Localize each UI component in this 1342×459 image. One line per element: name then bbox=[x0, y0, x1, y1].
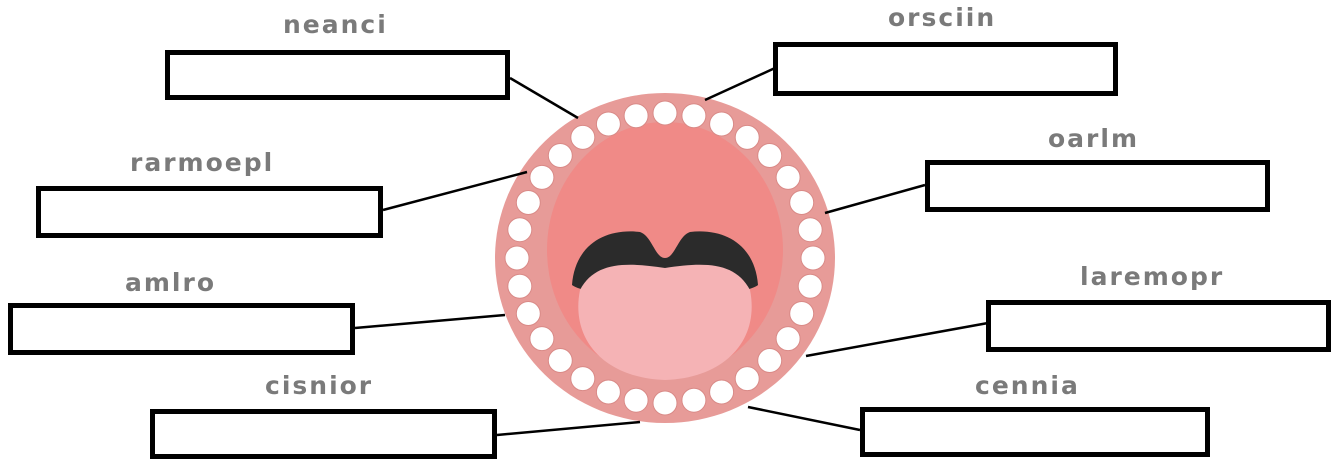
tooth bbox=[508, 218, 532, 242]
tooth bbox=[758, 349, 782, 373]
tooth bbox=[530, 327, 554, 351]
scrambled-word-upper-right: oarlm bbox=[1048, 124, 1139, 153]
tooth bbox=[653, 101, 677, 125]
scrambled-word-upper-left: rarmoepl bbox=[130, 148, 274, 177]
scrambled-word-bottom-right: cennia bbox=[975, 371, 1080, 400]
tooth bbox=[548, 144, 572, 168]
tooth bbox=[710, 112, 734, 136]
tooth bbox=[653, 391, 677, 415]
scrambled-word-bottom-left: cisnior bbox=[265, 371, 373, 400]
tooth bbox=[596, 380, 620, 404]
tooth bbox=[735, 125, 759, 149]
answer-box-bottom-right[interactable] bbox=[860, 407, 1210, 457]
tooth bbox=[758, 144, 782, 168]
tooth bbox=[682, 388, 706, 412]
tooth bbox=[596, 112, 620, 136]
leader-line-lower-left bbox=[355, 315, 505, 328]
answer-box-lower-right[interactable] bbox=[986, 300, 1331, 352]
answer-box-top-right[interactable] bbox=[773, 42, 1118, 96]
scrambled-word-lower-right: laremopr bbox=[1080, 262, 1224, 291]
tooth bbox=[798, 274, 822, 298]
tooth bbox=[790, 302, 814, 326]
tooth bbox=[505, 246, 529, 270]
tooth bbox=[682, 104, 706, 128]
tooth bbox=[530, 165, 554, 189]
leader-line-bottom-left bbox=[497, 422, 640, 435]
tooth bbox=[571, 125, 595, 149]
leader-line-top-left bbox=[510, 78, 578, 118]
tooth bbox=[624, 388, 648, 412]
scrambled-word-top-right: orsciin bbox=[888, 3, 996, 32]
tooth bbox=[735, 367, 759, 391]
leader-line-top-right bbox=[705, 68, 775, 100]
answer-box-upper-right[interactable] bbox=[925, 160, 1270, 212]
scrambled-word-lower-left: amlro bbox=[125, 268, 216, 297]
answer-box-top-left[interactable] bbox=[165, 50, 510, 100]
answer-box-upper-left[interactable] bbox=[36, 186, 383, 238]
leader-line-bottom-right bbox=[748, 407, 860, 430]
tooth bbox=[624, 104, 648, 128]
tooth bbox=[776, 165, 800, 189]
tooth bbox=[801, 246, 825, 270]
tooth bbox=[516, 191, 540, 215]
tooth bbox=[790, 191, 814, 215]
leader-line-lower-right bbox=[806, 323, 988, 356]
tooth bbox=[508, 274, 532, 298]
answer-box-bottom-left[interactable] bbox=[150, 409, 497, 459]
tooth bbox=[571, 367, 595, 391]
answer-box-lower-left[interactable] bbox=[8, 303, 355, 355]
tooth bbox=[776, 327, 800, 351]
leader-line-upper-right bbox=[825, 185, 925, 213]
tooth bbox=[710, 380, 734, 404]
tooth bbox=[516, 302, 540, 326]
tooth bbox=[798, 218, 822, 242]
scrambled-word-top-left: neanci bbox=[283, 10, 388, 39]
tooth bbox=[548, 349, 572, 373]
